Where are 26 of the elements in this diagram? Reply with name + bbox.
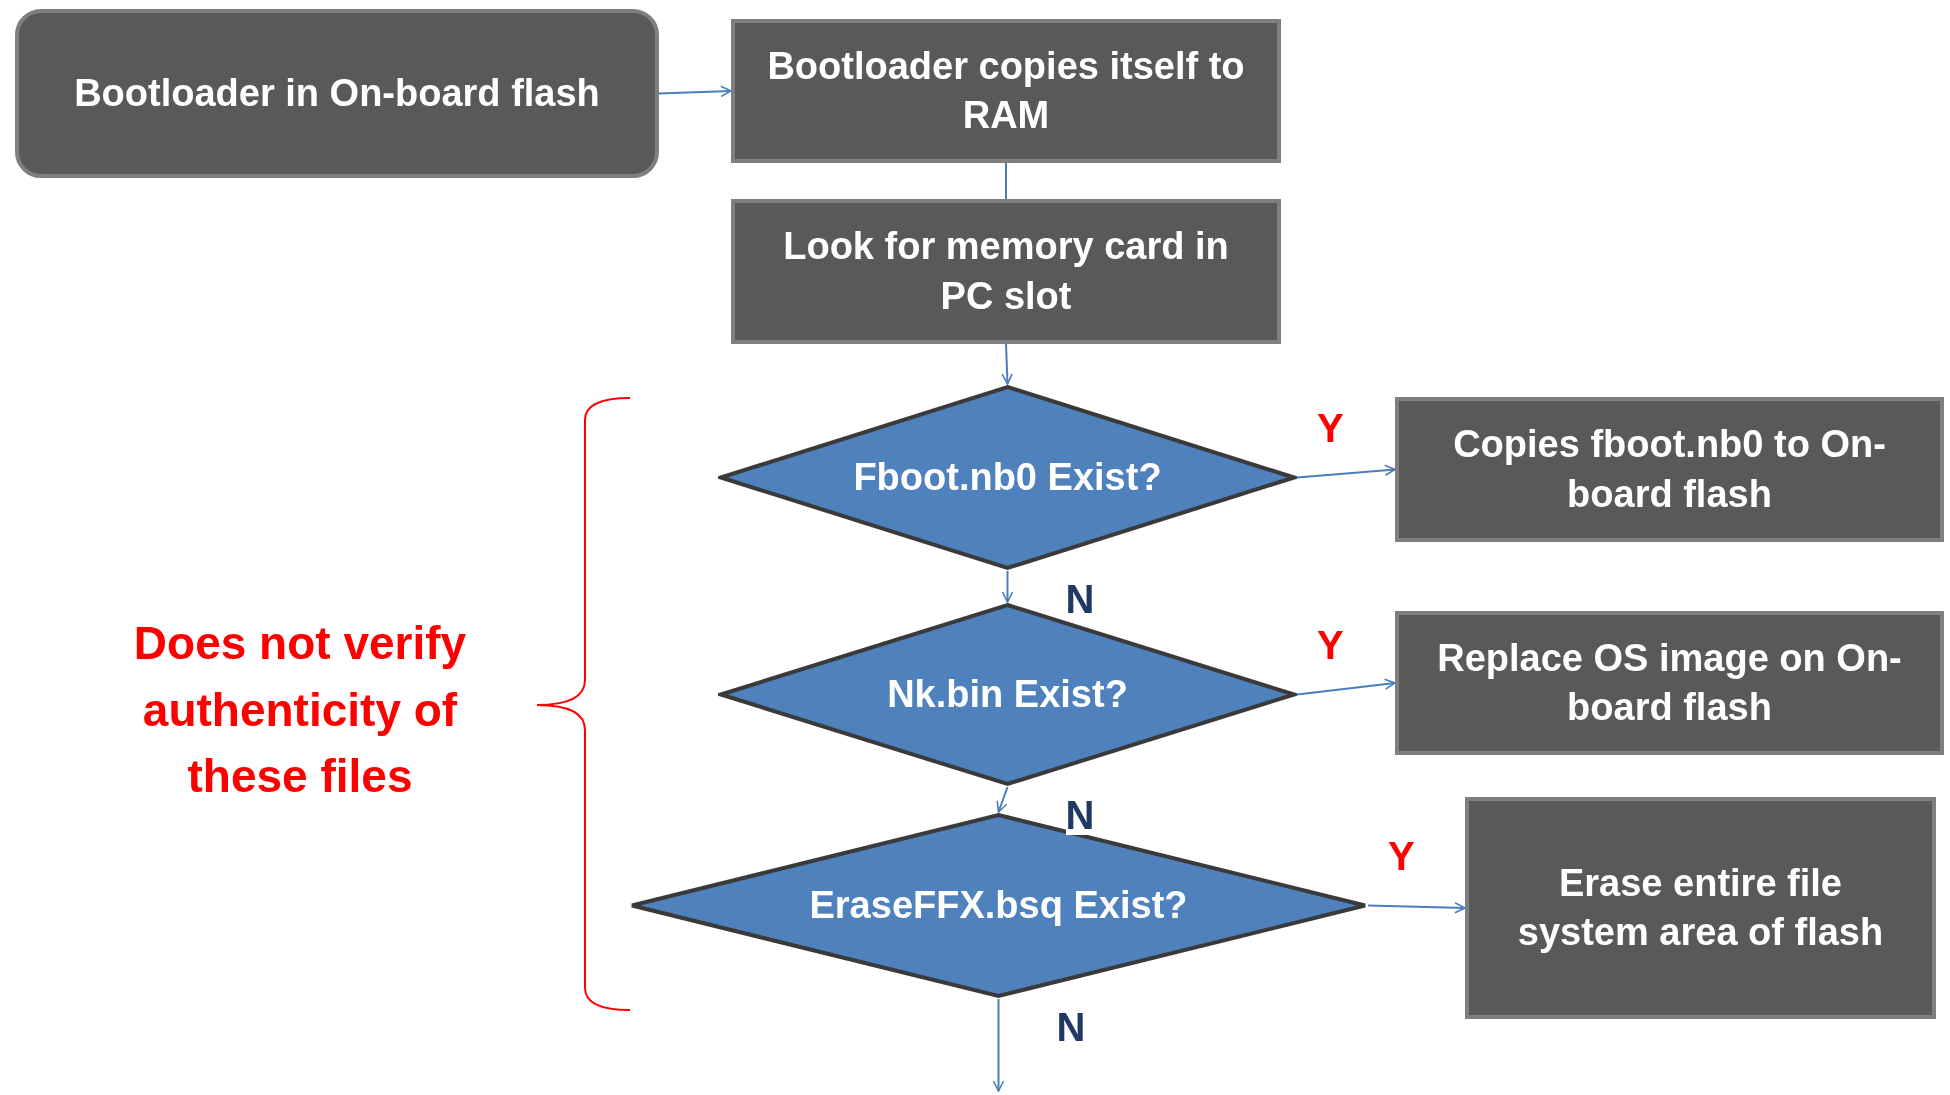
node-label: Replace OS image on On-board flash [1436,635,1903,730]
arrow [1001,570,1014,603]
node-label: Erase entire file system area of flash [1516,860,1885,955]
decision-diamond [718,384,1297,571]
node-label: Fboot.nb0 Exist? [853,454,1162,500]
node-label: Bootloader in On-board flash [74,70,600,116]
process-box [731,19,1281,163]
arrow [996,786,1009,813]
process-box [1395,397,1944,542]
process-box [731,199,1281,344]
arrow [1367,901,1466,914]
node-label: Look for memory card in PC slot [782,224,1230,319]
arrow [1296,464,1396,479]
node-label: Bootloader copies itself to RAM [766,43,1246,138]
arrow [1001,343,1013,385]
arrow [992,998,1005,1092]
process-box [1465,797,1936,1019]
node-label: Copies fboot.nb0 to On-board flash [1452,422,1887,517]
annotation-text: Does not verify authenticity of these files [132,616,468,805]
connector-line [1005,162,1007,200]
arrow [658,85,732,98]
process-box [15,9,659,178]
arrow [1296,678,1396,696]
process-box [1395,611,1944,755]
node-label: EraseFFX.bsq Exist? [809,882,1188,928]
node-label: Nk.bin Exist? [887,671,1128,717]
